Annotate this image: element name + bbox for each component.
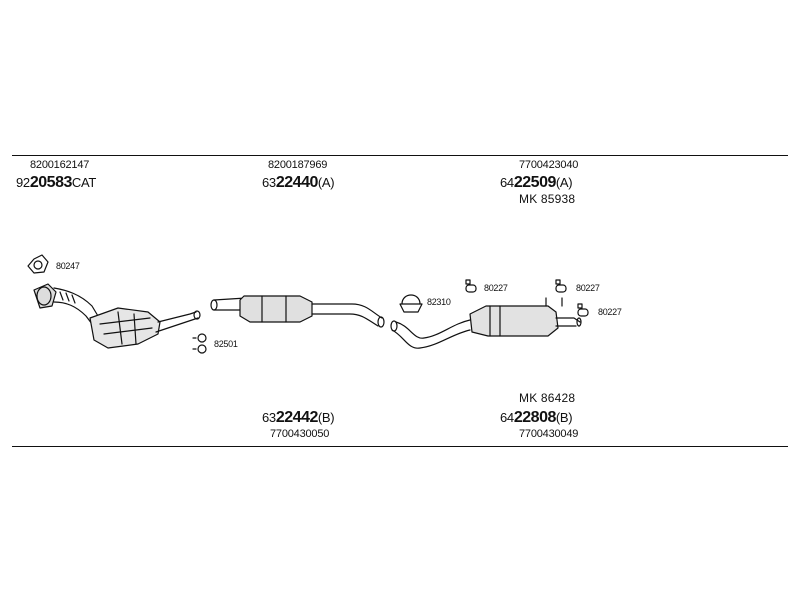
top-divider	[12, 155, 788, 156]
cat-ref-number: 8200162147	[30, 159, 90, 171]
mount-3-label: 80227	[598, 307, 622, 317]
front-silencer-part-code: 6322440(A)	[262, 174, 335, 191]
rear-silencer-b-part-code: 6422808(B)	[500, 409, 573, 426]
front-silencer-ref-number: 8200187969	[268, 159, 328, 171]
gasket-icon	[27, 254, 49, 274]
rear-silencer-icon	[390, 297, 582, 349]
clamp-front-label: 82501	[214, 339, 238, 349]
clamp-icon	[192, 333, 207, 354]
rear-silencer-b-ref-number: 7700430049	[519, 428, 579, 440]
rear-silencer-a-part-code: 6422509(A)	[500, 174, 573, 191]
clamp-mid-label: 82310	[427, 297, 451, 307]
front-silencer-icon	[210, 295, 385, 328]
catalytic-converter-icon	[33, 283, 201, 349]
rubber-mount-icon	[577, 303, 589, 317]
mount-1-label: 80227	[484, 283, 508, 293]
front-silencer-b-ref-number: 7700430050	[270, 428, 330, 440]
bottom-divider	[12, 446, 788, 447]
rear-silencer-a-kit: MK 85938	[519, 192, 576, 206]
cat-part-code: 9220583CAT	[16, 174, 97, 191]
gasket-front-label: 80247	[56, 261, 80, 271]
mount-2-label: 80227	[576, 283, 600, 293]
rubber-mount-icon	[465, 279, 477, 293]
rubber-mount-icon	[555, 279, 567, 293]
rear-silencer-a-ref-number: 7700423040	[519, 159, 579, 171]
clamp-u-icon	[399, 294, 423, 313]
rear-silencer-b-kit: MK 86428	[519, 391, 576, 405]
front-silencer-b-part-code: 6322442(B)	[262, 409, 335, 426]
